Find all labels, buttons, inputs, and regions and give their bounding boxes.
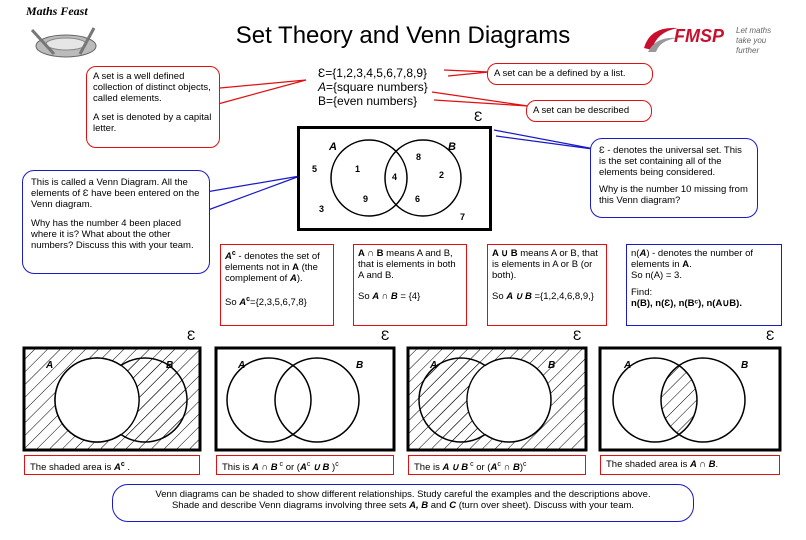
- diagram-2-label-a: A: [237, 360, 245, 371]
- diagram-1-complement: A B: [22, 346, 202, 452]
- fmsp-swoosh-icon: [644, 27, 678, 52]
- venn-diagram-bubble: This is called a Venn Diagram. All the e…: [22, 170, 210, 274]
- diagram-3-label-b: B: [548, 360, 555, 371]
- universal-set-def: Ɛ={1,2,3,4,5,6,7,8,9}: [318, 66, 428, 80]
- element-4: 4: [392, 172, 397, 182]
- page-title: Set Theory and Venn Diagrams: [235, 22, 571, 49]
- fmsp-text: FMSP: [674, 26, 725, 46]
- caption-1: The shaded area is Ac .: [24, 455, 200, 475]
- diagram-2-epsilon: Ɛ: [381, 327, 389, 343]
- set-b-circle: [384, 139, 462, 217]
- element-3: 3: [319, 204, 324, 214]
- set-definitions: Ɛ={1,2,3,4,5,6,7,8,9} A={square numbers}…: [318, 66, 428, 108]
- set-b-def: B={even numbers}: [318, 94, 418, 108]
- main-venn-epsilon: Ɛ: [474, 108, 483, 124]
- diagram-4-label-a: A: [623, 360, 631, 371]
- maths-feast-logo: Maths Feast: [14, 4, 114, 62]
- shaded-diagrams-row: Ɛ A B Ɛ A B Ɛ A B Ɛ A B: [22, 327, 782, 452]
- count-notation-box: n(A) - denotes the number of elements in…: [626, 244, 782, 326]
- diagram-1-epsilon: Ɛ: [187, 327, 195, 343]
- intersection-notation-box: A ∩ B means A and B, that is elements in…: [353, 244, 467, 326]
- main-venn-diagram: A B 1 9 4 8 2 6 5 3 7: [297, 126, 492, 231]
- caption-2: This is A ∩ B c or (Ac ∪ B )c: [216, 455, 394, 475]
- caption-4: The shaded area is A ∩ B.: [600, 455, 780, 475]
- maths-feast-brand: Maths Feast: [26, 4, 88, 18]
- list-definition-bubble: A set can be a defined by a list.: [487, 63, 653, 85]
- diagram-4-label-b: B: [741, 360, 748, 371]
- element-8: 8: [416, 152, 421, 162]
- union-notation-box: A ∪ B means A or B, that is elements in …: [487, 244, 607, 326]
- set-b-label: B: [448, 141, 456, 153]
- set-a-label: A: [328, 141, 337, 153]
- cutlery-icon: [30, 27, 97, 58]
- set-definition-bubble: A set is a well defined collection of di…: [86, 66, 220, 148]
- footer-instructions: Venn diagrams can be shaded to show diff…: [112, 484, 694, 522]
- diagram-3-union-complement: A B: [406, 346, 588, 452]
- element-2: 2: [439, 170, 444, 180]
- element-6: 6: [415, 194, 420, 204]
- fmsp-logo: FMSP Let maths take you further: [640, 22, 790, 55]
- fmsp-tagline: Let maths take you further: [736, 26, 772, 55]
- element-7: 7: [460, 212, 465, 222]
- caption-3: The is A ∪ B c or (Ac ∩ B)c: [408, 455, 586, 475]
- diagram-3-label-a: A: [429, 360, 437, 371]
- diagram-2-label-b: B: [356, 360, 363, 371]
- set-a-def: A={square numbers}: [318, 80, 428, 94]
- diagram-3-epsilon: Ɛ: [573, 327, 581, 343]
- diagram-2-intersection-complement: A B: [214, 346, 396, 452]
- universal-set-bubble: Ɛ - denotes the universal set. This is t…: [590, 138, 758, 218]
- diagram-4-intersection: A B: [598, 346, 782, 452]
- diagram-1-label-a: A: [45, 360, 53, 371]
- element-1: 1: [355, 164, 360, 174]
- diagram-4-epsilon: Ɛ: [766, 327, 774, 343]
- complement-notation-box: Ac - denotes the set of elements not in …: [220, 244, 334, 326]
- described-definition-bubble: A set can be described: [526, 100, 652, 122]
- element-5: 5: [312, 164, 317, 174]
- diagram-1-label-b: B: [166, 360, 173, 371]
- element-9: 9: [363, 194, 368, 204]
- set-a-circle: [330, 139, 408, 217]
